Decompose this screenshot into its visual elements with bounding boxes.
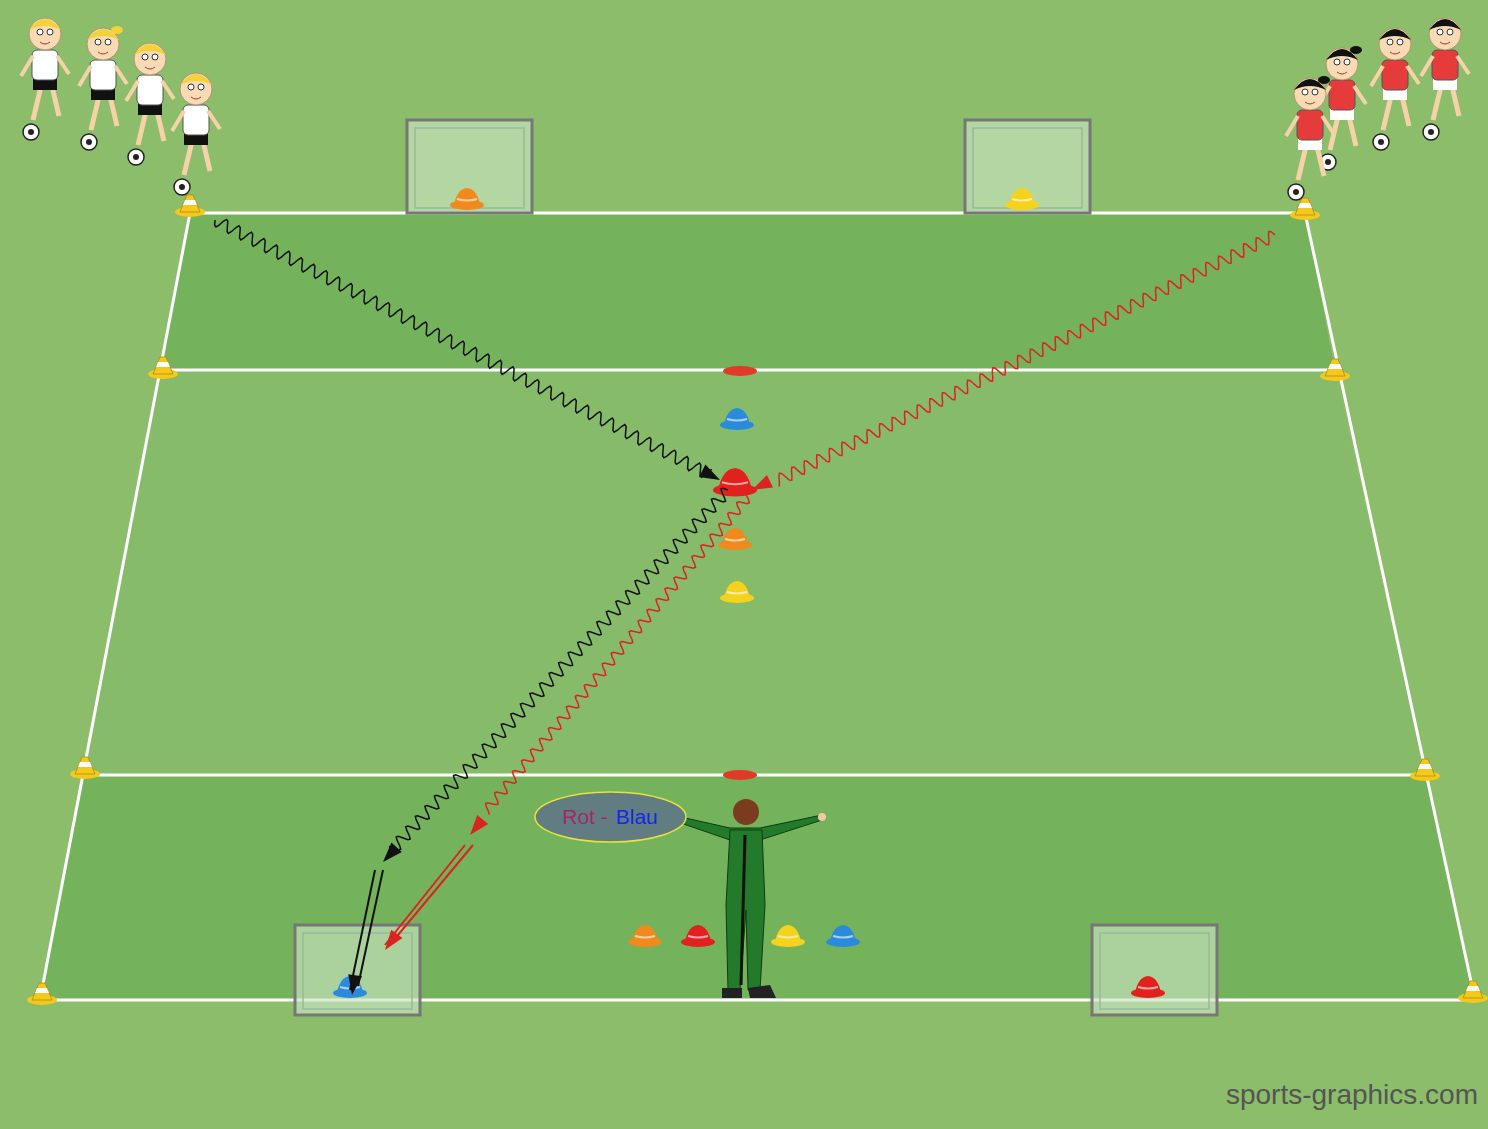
player-figure xyxy=(79,26,127,150)
arrowhead xyxy=(348,974,362,995)
dribble-line xyxy=(215,219,712,477)
field-lines xyxy=(40,213,1475,1000)
shot-line xyxy=(358,870,383,986)
corner-cone xyxy=(70,757,100,779)
dribble-line xyxy=(779,232,1275,487)
corner-cone xyxy=(27,983,57,1005)
player-figure xyxy=(1286,76,1334,200)
disc-cone xyxy=(628,925,662,947)
dribble-line xyxy=(389,488,728,850)
dribble-line xyxy=(486,491,752,815)
node-text: Rot - xyxy=(562,805,608,829)
arrowhead xyxy=(383,843,402,862)
flat-marker xyxy=(723,366,757,376)
corner-cone xyxy=(1458,981,1488,1003)
disc-cone xyxy=(450,188,484,210)
player-figure xyxy=(1421,18,1469,140)
corner-cone xyxy=(1320,359,1350,381)
players xyxy=(21,18,1469,200)
coach-figure xyxy=(668,799,826,998)
disc-cone xyxy=(1005,188,1039,210)
goals xyxy=(295,120,1217,1015)
disc-cone xyxy=(720,408,754,430)
middle-zone xyxy=(85,370,1425,775)
top-zone xyxy=(160,213,1335,370)
arrowhead xyxy=(752,475,773,490)
ellipse-outline xyxy=(533,790,688,844)
flat-marker xyxy=(723,770,757,780)
corner-cone xyxy=(1290,198,1320,220)
player-figure xyxy=(1318,46,1366,170)
disc-cone xyxy=(1131,976,1165,998)
player-figure xyxy=(172,73,220,195)
watermark: sports-graphics.com xyxy=(1226,1079,1478,1111)
shot-line xyxy=(350,870,375,990)
node-text: Blau xyxy=(616,805,658,829)
disc-cone xyxy=(718,528,752,550)
shot-line xyxy=(393,845,473,941)
shot-line xyxy=(385,845,465,945)
player-figure xyxy=(1371,28,1419,150)
bottom-zone xyxy=(40,775,1475,1000)
goal-nets xyxy=(303,128,1209,1009)
arrowhead xyxy=(470,815,488,835)
cones xyxy=(27,188,1488,1005)
corner-cone xyxy=(148,357,178,379)
disc-cone xyxy=(720,581,754,603)
corner-cone xyxy=(1410,759,1440,781)
player-figure xyxy=(21,18,69,140)
arrowhead xyxy=(699,465,720,480)
corner-cone xyxy=(175,195,205,217)
disc-cone xyxy=(681,925,715,947)
player-figure xyxy=(126,43,174,165)
arrowhead xyxy=(385,930,402,950)
dribble-paths xyxy=(215,219,1275,995)
disc-cone xyxy=(771,925,805,947)
label-ellipse: Rot - Blau xyxy=(533,790,688,844)
disc-cone xyxy=(826,925,860,947)
